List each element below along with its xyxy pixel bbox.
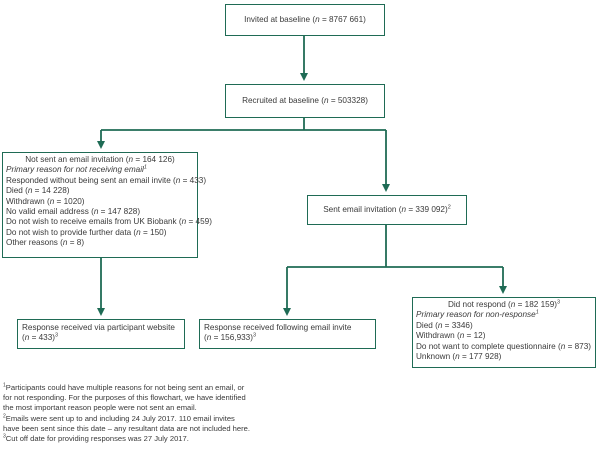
sent-label: Sent email invitation (n = 339 092)2 [323,204,451,214]
list-item: Withdrawn (n = 1020) [6,196,85,206]
list-item: Do not wish to receive emails from UK Bi… [6,217,212,227]
recruited-box: Recruited at baseline (n = 503328) [225,84,385,118]
footnote-line: 1Participants could have multiple reason… [3,382,245,392]
not-sent-title: Not sent an email invitation (n = 164 12… [25,155,175,164]
not-sent-reason-heading: Primary reason for not receiving email1 [6,164,147,175]
list-item: Do not wish to provide further data (n =… [6,227,167,237]
email-response-count: (n = 156,933)3 [204,332,257,343]
footnote-line: for not responding. For the purposes of … [3,393,246,403]
footnote-line: the most important reason people were no… [3,403,197,413]
list-item: No valid email address (n = 147 828) [6,207,141,217]
list-item: Do not want to complete questionnaire (n… [416,341,592,351]
web-response-count: (n = 433)3 [22,332,59,343]
not-sent-box: Not sent an email invitation (n = 164 12… [2,152,212,258]
no-response-title: Did not respond (n = 182 159)3 [447,299,561,309]
email-response-label: Response received following email invite [204,323,352,332]
list-item: Other reasons (n = 8) [6,238,85,248]
sent-box: Sent email invitation (n = 339 092)2 [307,195,467,225]
list-item: Died (n = 3346) [416,320,473,330]
email-response-box: Response received following email invite… [199,319,376,349]
list-item: Withdrawn (n = 12) [416,331,486,341]
web-response-box: Response received via participant websit… [17,319,185,349]
footnote-line: 2Emails were sent up to and including 24… [3,413,235,423]
web-response-label: Response received via participant websit… [22,323,175,332]
invited-box: Invited at baseline (n = 8767 661) [225,4,385,36]
no-response-reason-heading: Primary reason for non-response1 [416,309,539,320]
no-response-box: Did not respond (n = 182 159)3 Primary r… [412,297,596,368]
list-item: Responded without being sent an email in… [6,175,207,185]
list-item: Unknown (n = 177 928) [416,352,502,362]
footnote-line: 3Cut off date for providing responses wa… [3,433,189,444]
list-item: Died (n = 14 228) [6,186,70,196]
footnote-line: have been sent since this date – any res… [3,423,250,433]
recruited-label: Recruited at baseline (n = 503328) [242,95,368,105]
footnotes: 1Participants could have multiple reason… [3,383,423,444]
invited-label: Invited at baseline (n = 8767 661) [244,14,366,24]
